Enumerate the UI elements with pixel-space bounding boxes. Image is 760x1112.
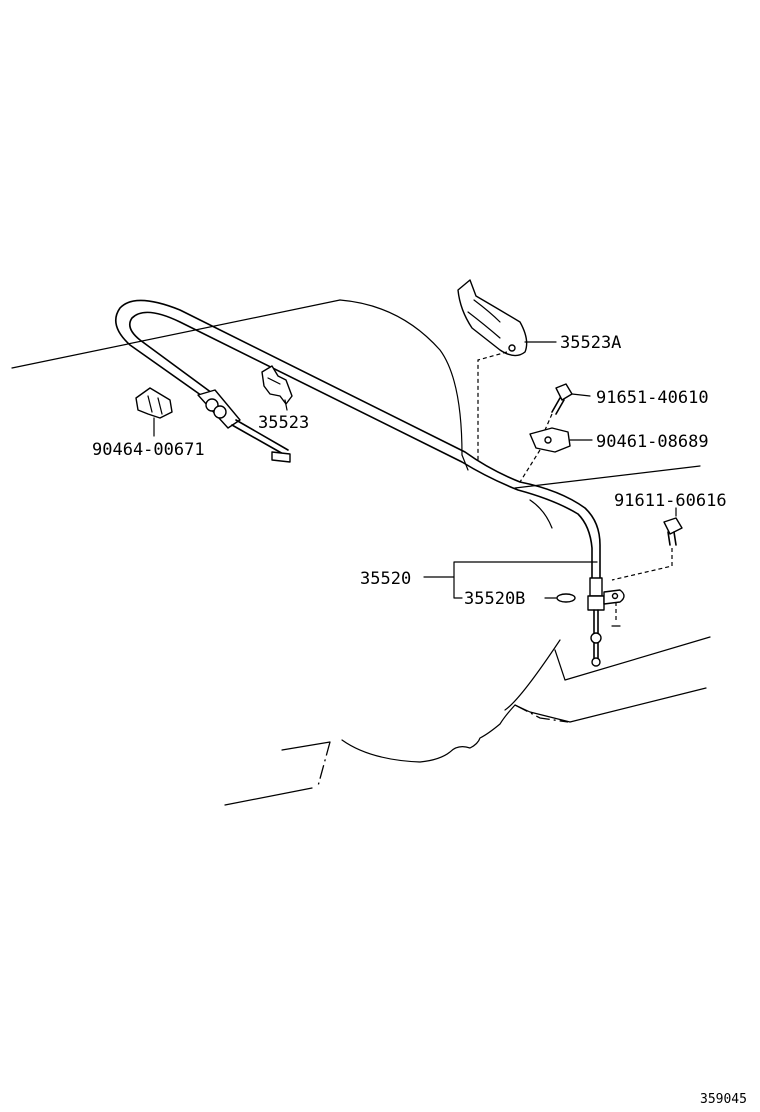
label-90464-00671: 90464-00671 [92, 440, 205, 460]
label-90461-08689: 90461-08689 [596, 432, 709, 452]
bolt-91651-shape [544, 383, 573, 431]
leader-lines [153, 341, 677, 599]
cable-35520 [114, 299, 625, 667]
bolt-91611-shape [611, 517, 683, 581]
label-91651-40610: 91651-40610 [596, 388, 709, 408]
clamp-35523-shape [261, 365, 293, 405]
clamp-35523A-shape [457, 279, 528, 462]
label-35523A: 35523A [560, 333, 621, 353]
grommet-35520B-shape [556, 593, 576, 603]
clip-90461-shape [519, 427, 571, 483]
clip-90464-shape [135, 387, 173, 419]
label-91611-60616: 91611-60616 [614, 491, 727, 511]
label-35520: 35520 [360, 569, 411, 589]
label-35520B: 35520B [464, 589, 525, 609]
label-35523: 35523 [258, 413, 309, 433]
vehicle-body-outline [11, 299, 711, 806]
illustration-number: 359045 [700, 1092, 747, 1107]
